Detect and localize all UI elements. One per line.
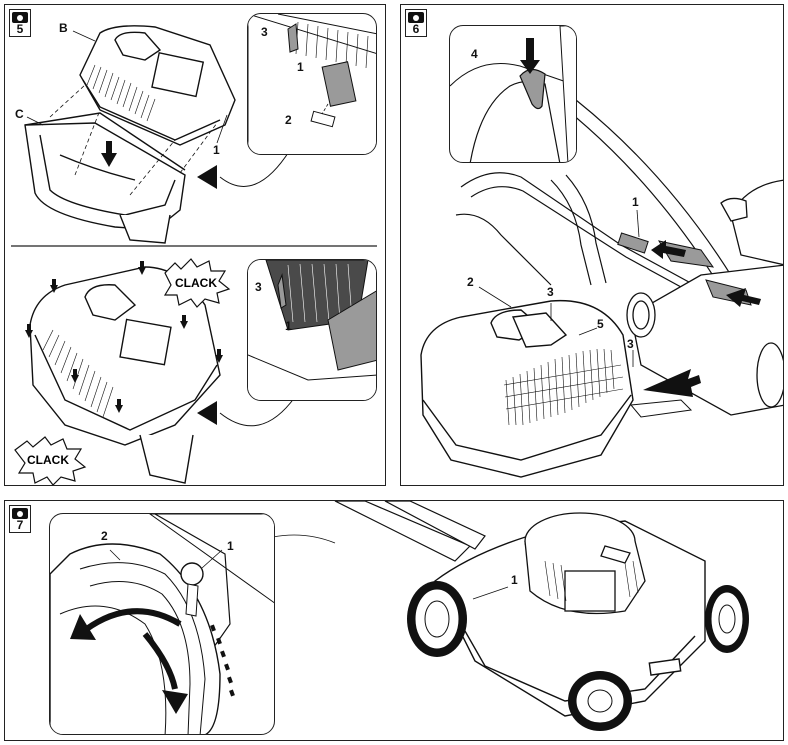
callout-3-b: 3 bbox=[627, 337, 634, 351]
catcher-grid-texture bbox=[503, 348, 624, 426]
inset-drawing-lower bbox=[248, 260, 376, 400]
mower-handle bbox=[334, 501, 486, 562]
slot-2 bbox=[310, 110, 336, 128]
clack-label-upper: CLACK bbox=[175, 276, 217, 290]
lower-inset-pointer-arrow bbox=[197, 401, 217, 425]
rotate-arrow-down-icon bbox=[162, 690, 188, 714]
rear-wheel-large bbox=[407, 581, 467, 657]
callout-2: 2 bbox=[467, 275, 474, 289]
engine-fins bbox=[544, 560, 639, 602]
fig5-detail-inset-bottom bbox=[247, 259, 377, 401]
engine bbox=[524, 512, 646, 615]
figure-5-drawing: CLACK CLACK bbox=[11, 25, 377, 485]
alignment-guides bbox=[49, 84, 218, 196]
lid-grid-texture bbox=[86, 64, 156, 122]
callout-1-main: 1 bbox=[511, 573, 518, 587]
figure-7-panel: 7 bbox=[4, 500, 784, 741]
callout-1-inset: 1 bbox=[297, 60, 304, 74]
camera-icon bbox=[12, 508, 28, 519]
figure-6-drawing bbox=[420, 99, 783, 478]
front-wheel-right bbox=[705, 585, 749, 653]
hook-3 bbox=[287, 23, 299, 53]
callout-3-lower: 3 bbox=[255, 280, 262, 294]
fig6-detail-inset bbox=[449, 25, 577, 163]
inset-drawing bbox=[248, 14, 376, 154]
height-notches bbox=[210, 624, 235, 697]
lower-inset-connector bbox=[219, 396, 296, 427]
callout-1-lower: 1 bbox=[285, 319, 292, 333]
callout-2: 2 bbox=[101, 529, 108, 543]
down-arrow-icon bbox=[520, 38, 540, 74]
catcher-lid-b bbox=[79, 25, 236, 146]
callout-3-inset: 3 bbox=[261, 25, 268, 39]
latch-1 bbox=[321, 61, 357, 107]
fig7-leaders bbox=[272, 534, 509, 600]
handle-bar bbox=[455, 99, 747, 318]
fig5-detail-inset-top bbox=[247, 13, 377, 155]
hook-4 bbox=[519, 68, 546, 110]
callout-1-inset: 1 bbox=[227, 539, 234, 553]
figure-7-drawing bbox=[272, 501, 749, 731]
callout-5: 5 bbox=[597, 317, 604, 331]
callout-4: 4 bbox=[471, 47, 478, 61]
inset-connector bbox=[219, 149, 291, 187]
figure-number: 5 bbox=[16, 22, 24, 36]
figure-number: 7 bbox=[16, 518, 24, 532]
assembled-grid-texture bbox=[42, 329, 114, 418]
callout-1-upper: 1 bbox=[213, 143, 220, 157]
fig6-leaders bbox=[478, 209, 640, 367]
mower-body bbox=[626, 179, 783, 416]
figure-5-panel: 5 bbox=[4, 4, 386, 486]
camera-icon bbox=[12, 12, 28, 23]
figure-number: 6 bbox=[412, 22, 420, 36]
clack-burst-lower bbox=[14, 436, 87, 485]
push-arrow-icons bbox=[643, 240, 761, 397]
callout-2-inset: 2 bbox=[285, 113, 292, 127]
front-wheel-left bbox=[568, 671, 632, 731]
catcher-handle bbox=[630, 399, 693, 418]
height-lever-knob bbox=[180, 562, 204, 586]
inset-drawing-6 bbox=[450, 26, 576, 162]
catcher-bag-c bbox=[24, 112, 186, 244]
clack-label-lower: CLACK bbox=[27, 453, 69, 467]
clack-burst-upper bbox=[163, 258, 231, 308]
figure-5-badge: 5 bbox=[9, 9, 31, 37]
camera-icon bbox=[408, 12, 424, 23]
press-arrow-icons bbox=[25, 261, 223, 413]
fig7-detail-inset bbox=[49, 513, 275, 735]
callout-3-a: 3 bbox=[547, 285, 554, 299]
rotate-arrow-arc bbox=[78, 608, 182, 637]
figure-7-badge: 7 bbox=[9, 505, 31, 533]
figure-6-badge: 6 bbox=[405, 9, 427, 37]
inset-pointer-arrow bbox=[197, 165, 217, 189]
rotate-arrow-left-icon bbox=[70, 614, 96, 640]
figure-6-panel: 6 bbox=[400, 4, 784, 486]
callout-c: C bbox=[15, 107, 24, 121]
callout-1: 1 bbox=[632, 195, 639, 209]
inset-drawing-7 bbox=[50, 514, 274, 734]
down-arrow-icon bbox=[101, 141, 117, 167]
grass-catcher-box bbox=[420, 299, 634, 478]
callout-b: B bbox=[59, 21, 68, 35]
catcher-assembled bbox=[29, 266, 221, 484]
